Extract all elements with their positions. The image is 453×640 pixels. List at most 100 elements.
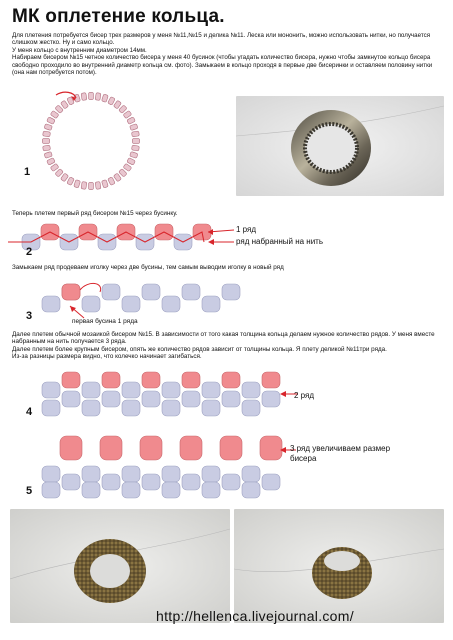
bead-grey (161, 399, 181, 417)
step4-paragraph: Далее плетем обычной мозаикой бисером №1… (12, 331, 435, 346)
bead-grey (201, 381, 221, 399)
bead-grey (61, 473, 81, 491)
ring-bead (44, 123, 53, 131)
intro-paragraph: Для плетения потребуется бисер трех разм… (12, 32, 431, 47)
bead-grey (261, 390, 281, 408)
bead-grey (81, 465, 101, 483)
step3-text: Замыкаем ряд продеваем иголку через две … (12, 264, 284, 271)
bead-grey (221, 283, 241, 301)
bead-pink (221, 371, 241, 389)
intro-paragraph: Набираем бисером №15 четное количество б… (12, 54, 433, 77)
photo-beaded-ring-side (10, 509, 230, 623)
bead-ring-diagram (42, 91, 140, 190)
ring-bead (60, 100, 69, 109)
bead-pink-large (219, 435, 243, 461)
bead-grey (81, 481, 101, 499)
ring-bead (66, 96, 75, 106)
ring-bead (80, 92, 87, 101)
step2-diagram (8, 223, 235, 251)
label-first-bead: первая бусина 1 ряда (72, 318, 138, 325)
label-row3: 3 ряд увеличиваем размер бисера (290, 444, 391, 463)
bead-grey (221, 390, 241, 408)
bead-pink (101, 371, 121, 389)
bead-grey (121, 465, 141, 483)
bead-pink (61, 371, 81, 389)
bead-pink (61, 283, 81, 301)
step4-text: Далее плетем обычной мозаикой бисером №1… (12, 331, 442, 361)
bead-grey (201, 399, 221, 417)
ring-bead (131, 145, 140, 152)
label-row2: 2 ряд (294, 391, 315, 400)
ring-bead (101, 179, 109, 188)
bead-grey (241, 465, 261, 483)
source-url: http://hellenca.livejournal.com/ (156, 608, 354, 624)
bead-grey (161, 295, 181, 313)
bead-grey (161, 465, 181, 483)
step-number-4: 4 (26, 406, 33, 418)
photo-ring-with-beads (236, 96, 444, 196)
bead-grey (141, 283, 161, 301)
ring-bead (107, 176, 116, 186)
bead-grey (241, 481, 261, 499)
ring-bead (107, 96, 116, 106)
step4-paragraph: Из-за разницы размера видно, что колечко… (12, 353, 202, 361)
bead-grey (221, 473, 241, 491)
ring-bead (131, 130, 140, 137)
bead-grey (241, 399, 261, 417)
ring-bead (95, 181, 102, 190)
bead-grey (201, 465, 221, 483)
bead-grey (41, 481, 61, 499)
step-number-1: 1 (24, 166, 31, 178)
bead-pink (261, 371, 281, 389)
bead-pink-large (259, 435, 283, 461)
bead-grey (181, 390, 201, 408)
step-number-3: 3 (26, 310, 33, 322)
ring-bead (50, 110, 59, 119)
ring-bead (118, 168, 127, 177)
ring-bead (132, 138, 140, 144)
ring-bead (113, 100, 122, 109)
bead-grey (41, 295, 61, 313)
ring-bead (50, 163, 59, 172)
step-number-5: 5 (26, 485, 33, 497)
page-title: МК оплетение кольца. (12, 6, 225, 27)
ring-bead (42, 138, 50, 144)
bead-grey (121, 295, 141, 313)
bead-pink-large (59, 435, 83, 461)
ring-bead (129, 151, 138, 159)
ring-bead (126, 157, 136, 166)
bead-grey (141, 473, 161, 491)
ring-bead (88, 182, 94, 190)
ring-bead (73, 179, 81, 188)
bead-grey (41, 381, 61, 399)
bead-grey (161, 481, 181, 499)
bead-grey (141, 390, 161, 408)
bead-grey (201, 481, 221, 499)
step2-text: Теперь плетем первый ряд бисером №15 чер… (12, 210, 178, 217)
ring-bead (42, 130, 51, 137)
step5-diagram (41, 435, 296, 499)
step4-paragraph: Далее плетем более крупным бисером, опят… (12, 345, 387, 353)
bead-grey (101, 283, 121, 301)
bead-grey (101, 473, 121, 491)
ring-bead (66, 176, 75, 186)
bead-grey (101, 390, 121, 408)
ring-arrow (55, 91, 77, 99)
bead-grey (41, 465, 61, 483)
ring-bead (46, 116, 56, 125)
bead-pink-large (139, 435, 163, 461)
bead-pink (141, 371, 161, 389)
step4-diagram (41, 371, 298, 417)
bead-grey (61, 390, 81, 408)
ring-arrow-head (71, 96, 76, 101)
ring-bead (129, 123, 138, 131)
intro-text: Для плетения потребуется бисер трех разм… (12, 32, 442, 76)
ring-bead (123, 110, 132, 119)
bead-grey (181, 283, 201, 301)
bead-grey (241, 381, 261, 399)
ring-bead (55, 168, 64, 177)
ring-bead (118, 105, 127, 114)
bead-pink (181, 371, 201, 389)
ring-bead (95, 92, 102, 101)
bead-grey (81, 295, 101, 313)
